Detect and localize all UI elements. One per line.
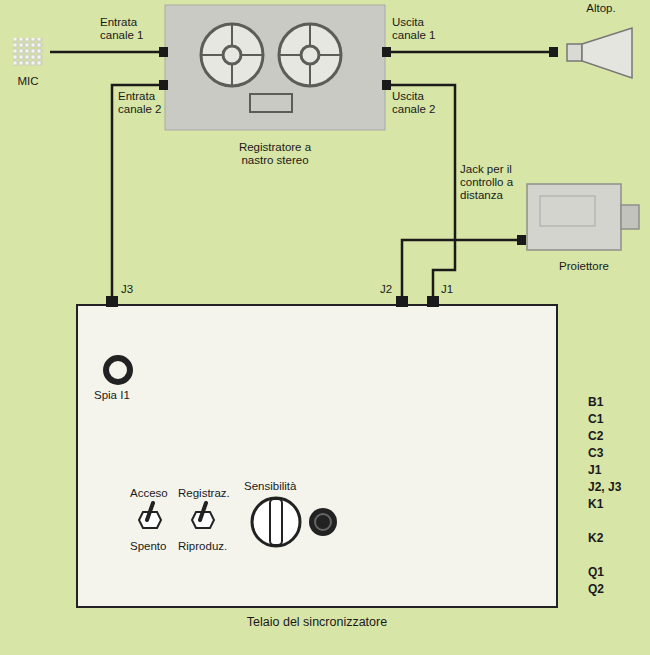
- callout-label: Jack per il controllo a distanza: [460, 163, 524, 203]
- cable-line: [385, 51, 555, 54]
- callout-label: Spento: [130, 540, 166, 553]
- cable: [50, 52, 165, 53]
- callout-label: Uscita canale 1: [392, 16, 446, 42]
- synchronizer-chassis: [77, 305, 557, 607]
- callout-label: J1: [441, 283, 453, 296]
- cable: [402, 240, 525, 305]
- node-label: Telaio del sincronizzatore: [244, 613, 390, 635]
- synchronizer-box: Telaio del sincronizzatore: [77, 305, 557, 635]
- cable: [385, 85, 455, 305]
- callout-label: J2: [380, 283, 392, 296]
- cable-line: [112, 85, 165, 305]
- part-name: J1: [588, 464, 601, 478]
- callout-label: Entrata canale 2: [118, 90, 166, 116]
- callout-label: Spia I1: [94, 389, 130, 402]
- node-label: Proiettore: [556, 258, 612, 275]
- projector-box: Proiettore: [525, 175, 643, 275]
- callout-label: Entrata canale 1: [100, 16, 154, 42]
- part-name: C2: [588, 430, 603, 444]
- node-label: MIC: [14, 73, 41, 90]
- part-name: K1: [588, 498, 603, 512]
- part-name: B1: [588, 396, 603, 410]
- callout-label: Uscita canale 2: [392, 90, 446, 116]
- tape-recorder: [165, 5, 385, 130]
- part-name: J2, J3: [588, 481, 621, 495]
- sensitivity-knob: [252, 498, 300, 546]
- callout-label: J3: [121, 283, 133, 296]
- cable: [112, 85, 165, 305]
- callout-label: Riproduz.: [178, 540, 227, 553]
- toggle-switch: [192, 503, 214, 528]
- cable-line: [402, 240, 525, 305]
- part-name: C1: [588, 413, 603, 427]
- callout-label: Acceso: [130, 487, 168, 500]
- callout-label: Sensibilità: [244, 480, 296, 493]
- cable-line: [50, 51, 165, 54]
- part-name: Q2: [588, 583, 604, 597]
- cable: [385, 52, 555, 53]
- tape-recorder-box: Registratore a nastro stereo: [165, 5, 385, 169]
- speaker: [567, 28, 632, 78]
- projector: [527, 184, 639, 250]
- speaker-box: Altop.: [555, 0, 647, 80]
- microphone-grid: [13, 38, 43, 66]
- cable-line: [385, 85, 455, 305]
- push-button: [309, 508, 337, 536]
- callout-label: Registraz.: [178, 487, 230, 500]
- part-name: Q1: [588, 566, 604, 580]
- node-label: Registratore a nastro stereo: [222, 139, 328, 169]
- toggle-switch: [139, 503, 161, 528]
- part-name: K2: [588, 532, 603, 546]
- microphone: MIC: [6, 36, 50, 90]
- part-name: C3: [588, 447, 603, 461]
- node-label: Altop.: [583, 0, 618, 17]
- jack-plug: [106, 47, 558, 307]
